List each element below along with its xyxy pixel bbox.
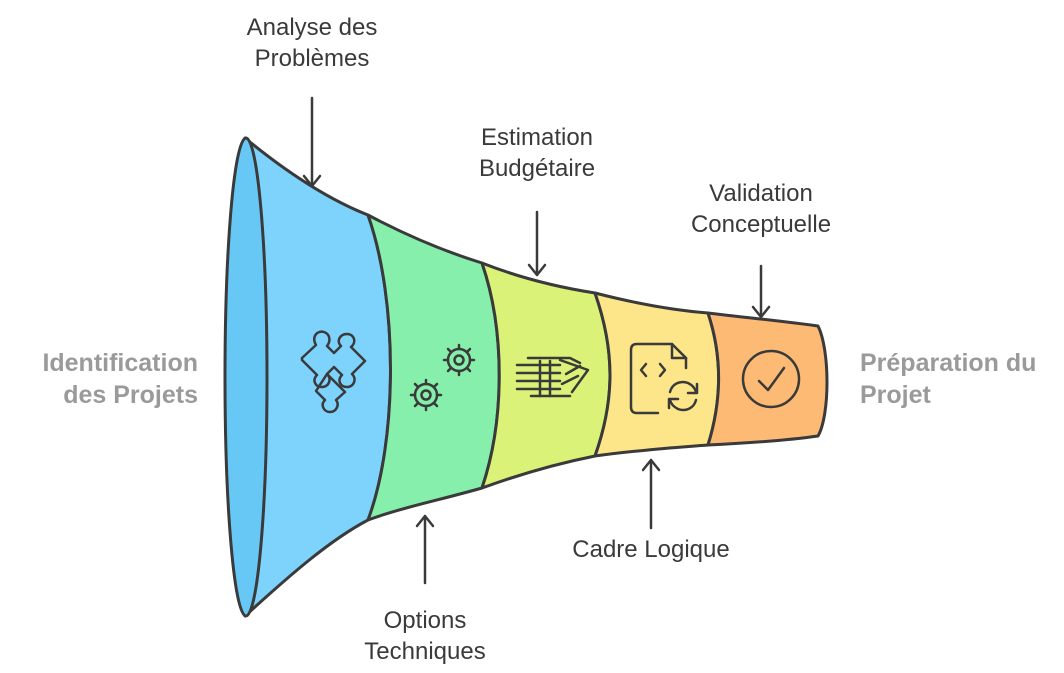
stage-label-estimation-line-2: Budgétaire bbox=[478, 155, 596, 182]
funnel-segment-3 bbox=[480, 261, 612, 490]
stage-label-analyse-line-2: Problèmes bbox=[254, 45, 370, 72]
arrow-cadre bbox=[641, 458, 661, 530]
check-circle-icon bbox=[741, 349, 801, 409]
funnel-mouth bbox=[223, 136, 269, 618]
arrow-analyse bbox=[302, 96, 322, 188]
stage-label-estimation-line-1: Estimation bbox=[480, 124, 594, 151]
stage-label-analyse-line-1: Analyse des bbox=[246, 14, 378, 41]
stage-label-analyse: Analyse des Problèmes bbox=[222, 12, 402, 74]
end-label: Préparation du Projet bbox=[860, 347, 1060, 411]
stage-label-cadre-line-1: Cadre Logique bbox=[572, 536, 730, 563]
funnel-segment-4 bbox=[593, 291, 720, 458]
puzzle-icon bbox=[300, 330, 367, 414]
start-label-line-2: des Projets bbox=[63, 381, 198, 409]
start-label-line-1: Identification bbox=[42, 349, 198, 377]
start-label: Identification des Projets bbox=[20, 347, 198, 411]
stage-label-estimation: Estimation Budgétaire bbox=[447, 122, 627, 184]
stage-label-options-line-2: Techniques bbox=[364, 638, 486, 665]
code-document-sync-icon bbox=[629, 342, 699, 415]
stage-label-validation-line-1: Validation bbox=[709, 180, 813, 207]
stage-label-options: Options Techniques bbox=[335, 605, 515, 667]
stage-label-options-line-1: Options bbox=[383, 607, 467, 634]
stage-label-validation: Validation Conceptuelle bbox=[666, 178, 856, 240]
stage-label-cadre: Cadre Logique bbox=[541, 534, 761, 565]
end-label-line-2: Projet bbox=[860, 381, 931, 409]
arrow-options bbox=[415, 514, 435, 585]
gears-icon bbox=[409, 343, 476, 412]
money-stack-icon bbox=[515, 356, 590, 398]
funnel-segment-5 bbox=[706, 311, 829, 447]
arrow-estimation bbox=[527, 210, 547, 277]
end-label-line-1: Préparation du bbox=[860, 349, 1037, 377]
stage-label-validation-line-2: Conceptuelle bbox=[690, 211, 832, 238]
arrow-validation bbox=[751, 264, 771, 319]
